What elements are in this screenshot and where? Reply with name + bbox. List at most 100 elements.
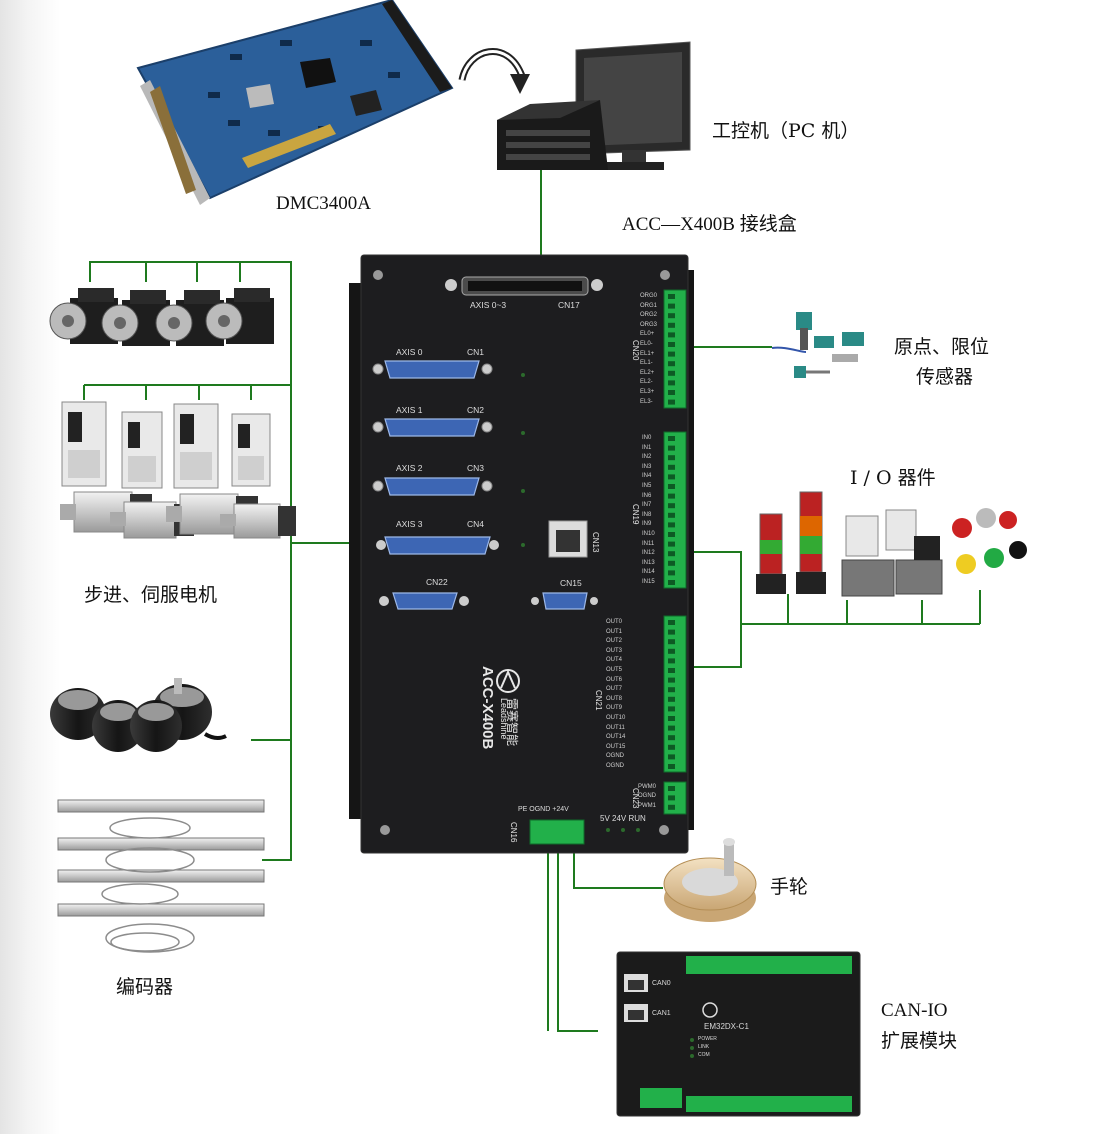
- terminal-screw: [668, 503, 675, 509]
- terminal-screw: [668, 436, 675, 441]
- pin-label: ORG3: [640, 321, 658, 328]
- terminal-screw: [668, 493, 675, 499]
- terminal-screw: [668, 629, 675, 635]
- terminal-screw: [668, 464, 675, 470]
- label-canio-1: CAN-IO: [881, 1000, 948, 1021]
- cn17-axis-label: AXIS 0~3: [470, 300, 507, 310]
- pin-label: ORG1: [640, 302, 658, 309]
- status-label: 5V 24V RUN: [600, 814, 646, 823]
- label-pc: 工控机（PC 机）: [712, 120, 860, 142]
- pin-label: IN14: [642, 569, 655, 576]
- pin-label: IN13: [642, 559, 655, 566]
- terminal-screw: [668, 313, 675, 319]
- pin-label: ORG0: [640, 293, 658, 299]
- terminal-screw: [668, 303, 675, 309]
- terminal-screw: [668, 351, 675, 357]
- pin-label: PWM1: [638, 802, 656, 809]
- label-sensor-1: 原点、限位: [894, 336, 990, 358]
- label-box: ACC—X400B 接线盒: [622, 214, 797, 235]
- pin-label: EL3-: [640, 398, 653, 405]
- servo-motors-image: [60, 491, 296, 539]
- pin-label: IN2: [642, 454, 652, 461]
- terminal-screw: [668, 687, 675, 693]
- cn16-label: CN16: [509, 822, 518, 843]
- pin-label: EL1+: [640, 350, 655, 357]
- linear-encoders-image: [57, 799, 265, 953]
- model-label: ACC-X400B: [479, 666, 496, 750]
- label-card: DMC3400A: [276, 193, 372, 214]
- terminal-screw: [668, 795, 675, 801]
- pin-label: OUT3: [606, 647, 623, 654]
- canio-status-com: COM: [698, 1052, 710, 1058]
- pin-label: EL0-: [640, 341, 653, 347]
- pin-label: IN0: [642, 435, 652, 441]
- controller-box-image: [349, 254, 694, 854]
- io-devices-image: [756, 491, 1027, 597]
- terminal-screw: [668, 560, 675, 566]
- can1-label: CAN1: [652, 1010, 671, 1017]
- label-canio-2: 扩展模块: [881, 1030, 958, 1052]
- pin-label: EL1-: [640, 360, 653, 367]
- pin-label: OUT11: [606, 724, 625, 731]
- port-axis0-label: AXIS 0: [396, 347, 423, 357]
- terminal-screw: [668, 716, 675, 721]
- terminal-screw: [668, 706, 675, 712]
- cn22-label: CN22: [426, 577, 448, 587]
- port-axis2-label: AXIS 2: [396, 463, 423, 473]
- port-cn4-label: CN4: [467, 519, 485, 529]
- pin-label: IN10: [642, 531, 655, 537]
- canio-status-link: LINK: [698, 1044, 710, 1050]
- terminal-screw: [668, 370, 675, 376]
- pin-label: OUT7: [606, 686, 623, 693]
- terminal-screw: [668, 764, 675, 769]
- pin-label: IN9: [642, 521, 652, 528]
- transfer-arrow-icon: [458, 48, 530, 94]
- cn15-label: CN15: [560, 578, 582, 588]
- label-handwheel: 手轮: [770, 876, 809, 898]
- servo-drives-image: [61, 401, 271, 489]
- terminal-screw: [668, 551, 675, 557]
- pin-label: IN5: [642, 483, 652, 489]
- terminal-screw: [668, 620, 675, 625]
- terminal-screw: [668, 390, 675, 395]
- label-sensor-2: 传感器: [916, 366, 974, 388]
- terminal-screw: [668, 754, 675, 760]
- industrial-pc-image: [497, 41, 691, 170]
- terminal-screw: [668, 522, 675, 528]
- terminal-screw: [668, 484, 675, 489]
- pin-label: IN4: [642, 473, 652, 480]
- pin-label: IN3: [642, 463, 652, 470]
- label-motor: 步进、伺服电机: [84, 584, 218, 606]
- pin-label: EL2+: [640, 369, 655, 376]
- cn19-label: CN19: [631, 504, 640, 525]
- terminal-screw: [668, 342, 675, 347]
- pin-label: OGND: [638, 793, 656, 800]
- pin-label: OUT0: [606, 619, 623, 625]
- pin-label: EL0+: [640, 331, 655, 338]
- terminal-screw: [668, 804, 675, 810]
- pin-label: OUT6: [606, 676, 623, 683]
- label-encoder: 编码器: [116, 976, 174, 998]
- terminal-screw: [668, 725, 675, 731]
- pin-label: OUT5: [606, 667, 623, 673]
- pin-label: OUT10: [606, 715, 626, 721]
- port-axis3-label: AXIS 3: [396, 519, 423, 529]
- pin-label: OUT2: [606, 638, 623, 645]
- terminal-screw: [668, 677, 675, 683]
- terminal-screw: [668, 744, 675, 750]
- cn20-label: CN20: [631, 340, 640, 361]
- pin-label: ORG2: [640, 312, 658, 319]
- terminal-screw: [668, 580, 675, 585]
- terminal-screw: [668, 668, 675, 673]
- pin-label: OUT14: [606, 734, 626, 741]
- terminal-screw: [668, 322, 675, 328]
- terminal-screw: [668, 474, 675, 480]
- terminal-screw: [668, 332, 675, 338]
- pin-label: PWM0: [638, 784, 656, 790]
- terminal-screw: [668, 541, 675, 547]
- terminal-screw: [668, 380, 675, 386]
- motion-card-image: [136, 0, 454, 205]
- canio-status-power: POWER: [698, 1036, 717, 1042]
- terminal-screw: [668, 786, 675, 791]
